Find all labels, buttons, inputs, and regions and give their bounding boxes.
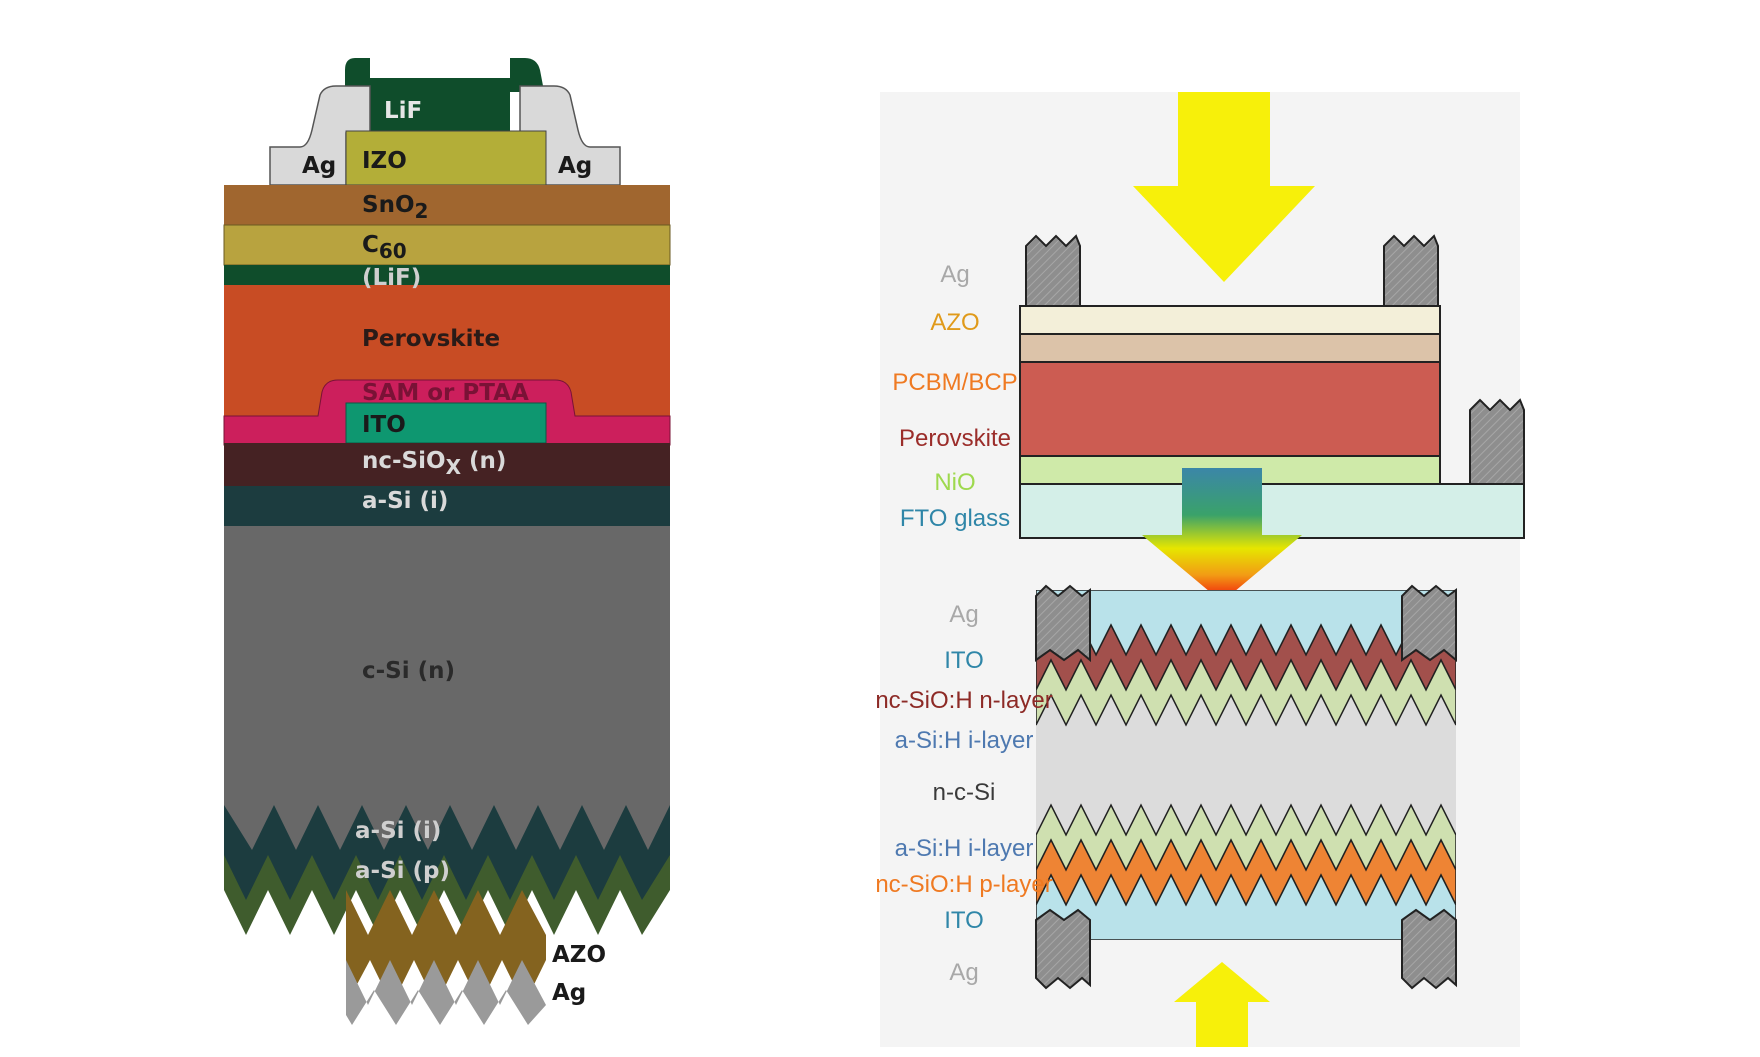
bottom-ai-top-layer bbox=[1036, 658, 1456, 727]
label-perovskite: Perovskite bbox=[362, 326, 500, 352]
lif-top-block bbox=[370, 78, 510, 133]
asi-i-top-layer bbox=[224, 486, 670, 526]
label-izo: IZO bbox=[362, 148, 407, 174]
label-lif-paren: (LiF) bbox=[362, 265, 421, 291]
right-cell-stack: Ag AZO PCBM/BCP Perovskite NiO FTO glass… bbox=[875, 92, 1525, 1047]
left-cell-stack: LiF Ag IZO Ag SnO2 C60 (LiF) Perovskite … bbox=[223, 58, 671, 1025]
label-right-ag-top: Ag bbox=[940, 261, 969, 288]
ag-bottom-layer bbox=[346, 960, 546, 1025]
lif-thin-layer bbox=[224, 265, 670, 285]
label-sam: SAM or PTAA bbox=[362, 380, 529, 406]
bottom-ag-bottom-left bbox=[1035, 908, 1091, 990]
label-asi-p: a-Si (p) bbox=[355, 858, 450, 884]
lif-top-layer bbox=[345, 58, 548, 112]
label-azo: AZO bbox=[552, 942, 606, 968]
label-right-fto: FTO glass bbox=[900, 505, 1010, 532]
label-right-ag-b2: Ag bbox=[949, 959, 978, 986]
label-right-ai-top: a-Si:H i-layer bbox=[895, 727, 1034, 754]
transmitted-light-arrow bbox=[1142, 468, 1302, 602]
label-right-perovskite: Perovskite bbox=[899, 425, 1011, 452]
bottom-ito-bottom-layer bbox=[1036, 873, 1456, 940]
top-ag-side-post bbox=[1469, 398, 1525, 485]
label-ag-bottom: Ag bbox=[552, 980, 586, 1006]
label-right-ai-bottom: a-Si:H i-layer bbox=[895, 835, 1034, 862]
label-ito-left: ITO bbox=[362, 412, 406, 438]
label-ag-left: Ag bbox=[302, 153, 336, 179]
label-right-nc-p: nc-SiO:H p-layer bbox=[875, 871, 1052, 898]
label-right-nc-n: nc-SiO:H n-layer bbox=[875, 687, 1052, 714]
label-right-ag-b1: Ag bbox=[949, 601, 978, 628]
label-ncsiox: nc-SiOX (n) bbox=[362, 448, 506, 479]
top-ag-right-post bbox=[1383, 234, 1439, 307]
label-right-pcbm: PCBM/BCP bbox=[892, 369, 1017, 396]
bottom-textured-cell bbox=[1036, 590, 1456, 940]
right-pcbm-layer bbox=[1019, 333, 1441, 363]
top-light-arrow bbox=[1133, 92, 1315, 282]
c60-layer bbox=[223, 224, 671, 266]
right-perovskite-layer bbox=[1019, 361, 1441, 457]
bottom-ag-top-right bbox=[1401, 584, 1457, 663]
right-fto-glass-layer bbox=[1019, 483, 1525, 539]
label-csi: c-Si (n) bbox=[362, 658, 455, 684]
csi-layer bbox=[224, 526, 670, 850]
sno2-layer bbox=[224, 185, 670, 225]
label-lif-top: LiF bbox=[384, 98, 422, 124]
ito-left-layer bbox=[345, 402, 547, 444]
right-azo-layer bbox=[1019, 305, 1441, 335]
ag-left-contact bbox=[269, 85, 371, 186]
label-sno2: SnO2 bbox=[362, 192, 428, 223]
bottom-ag-bottom-right bbox=[1401, 908, 1457, 990]
label-right-ito-b2: ITO bbox=[944, 907, 984, 934]
label-right-azo: AZO bbox=[930, 309, 979, 336]
bottom-light-arrow bbox=[1174, 962, 1270, 1047]
top-ag-left-post bbox=[1025, 234, 1081, 307]
ncsiox-layer bbox=[224, 443, 670, 486]
label-asi-i-bottom: a-Si (i) bbox=[355, 818, 441, 844]
bottom-ag-top-left bbox=[1035, 584, 1091, 663]
label-right-ito-b1: ITO bbox=[944, 647, 984, 674]
label-right-nio: NiO bbox=[934, 469, 975, 496]
label-c60: C60 bbox=[362, 232, 407, 263]
bottom-ito-top-layer bbox=[1036, 590, 1456, 657]
label-asi-i-top: a-Si (i) bbox=[362, 488, 448, 514]
label-right-ncsi: n-c-Si bbox=[933, 779, 996, 806]
label-ag-right: Ag bbox=[558, 153, 592, 179]
